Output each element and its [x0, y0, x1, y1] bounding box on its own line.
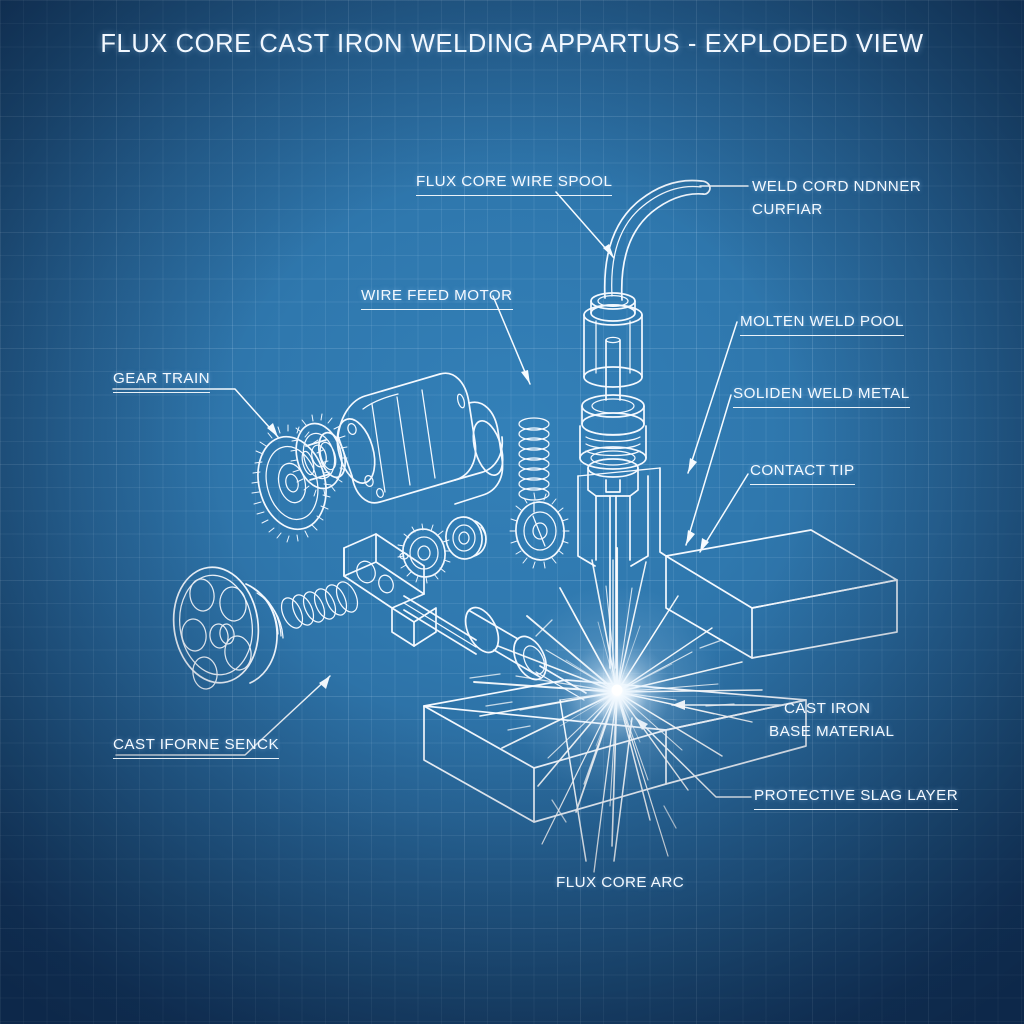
gear-pinion [509, 492, 570, 569]
wire-feed-motor-body [301, 372, 504, 505]
page-title: FLUX CORE CAST IRON WELDING APPARTUS - E… [100, 30, 924, 58]
label-protective-slag-layer: PROTECTIVE SLAG LAYER [754, 786, 959, 811]
label-wire-feed-motor: WIRE FEED MOTOR [361, 286, 513, 311]
arc-burst [469, 546, 763, 873]
label-cast-iron: CAST IRON [784, 700, 871, 717]
feed-spring [518, 417, 550, 513]
gear-large [251, 424, 332, 543]
drive-spring [280, 581, 359, 629]
label-base-material: BASE MATERIAL [769, 723, 895, 740]
feed-housing [343, 533, 437, 647]
nozzle-shroud [577, 458, 667, 567]
torch-neck [603, 179, 711, 301]
label-soliden-weld-metal: SOLIDEN WELD METAL [733, 384, 910, 409]
bearing-roller [445, 516, 487, 560]
label-contact-tip: CONTACT TIP [750, 461, 855, 486]
label-gear-train: GEAR TRAIN [113, 369, 211, 394]
label-molten-weld-pool: MOLTEN WELD POOL [740, 312, 904, 337]
label-cast-iforne-senck: CAST IFORNE SENCK [113, 735, 280, 760]
label-weld-cord-ndnner: WELD CORD NDNNER [752, 178, 922, 195]
label-flux-core-arc: FLUX CORE ARC [556, 874, 685, 891]
label-flux-core-wire-spool: FLUX CORE WIRE SPOOL [416, 172, 613, 197]
torch-body [583, 292, 643, 401]
wire-spool [172, 566, 284, 690]
label-curfiar: CURFIAR [752, 201, 823, 218]
gas-diffuser [579, 394, 647, 470]
